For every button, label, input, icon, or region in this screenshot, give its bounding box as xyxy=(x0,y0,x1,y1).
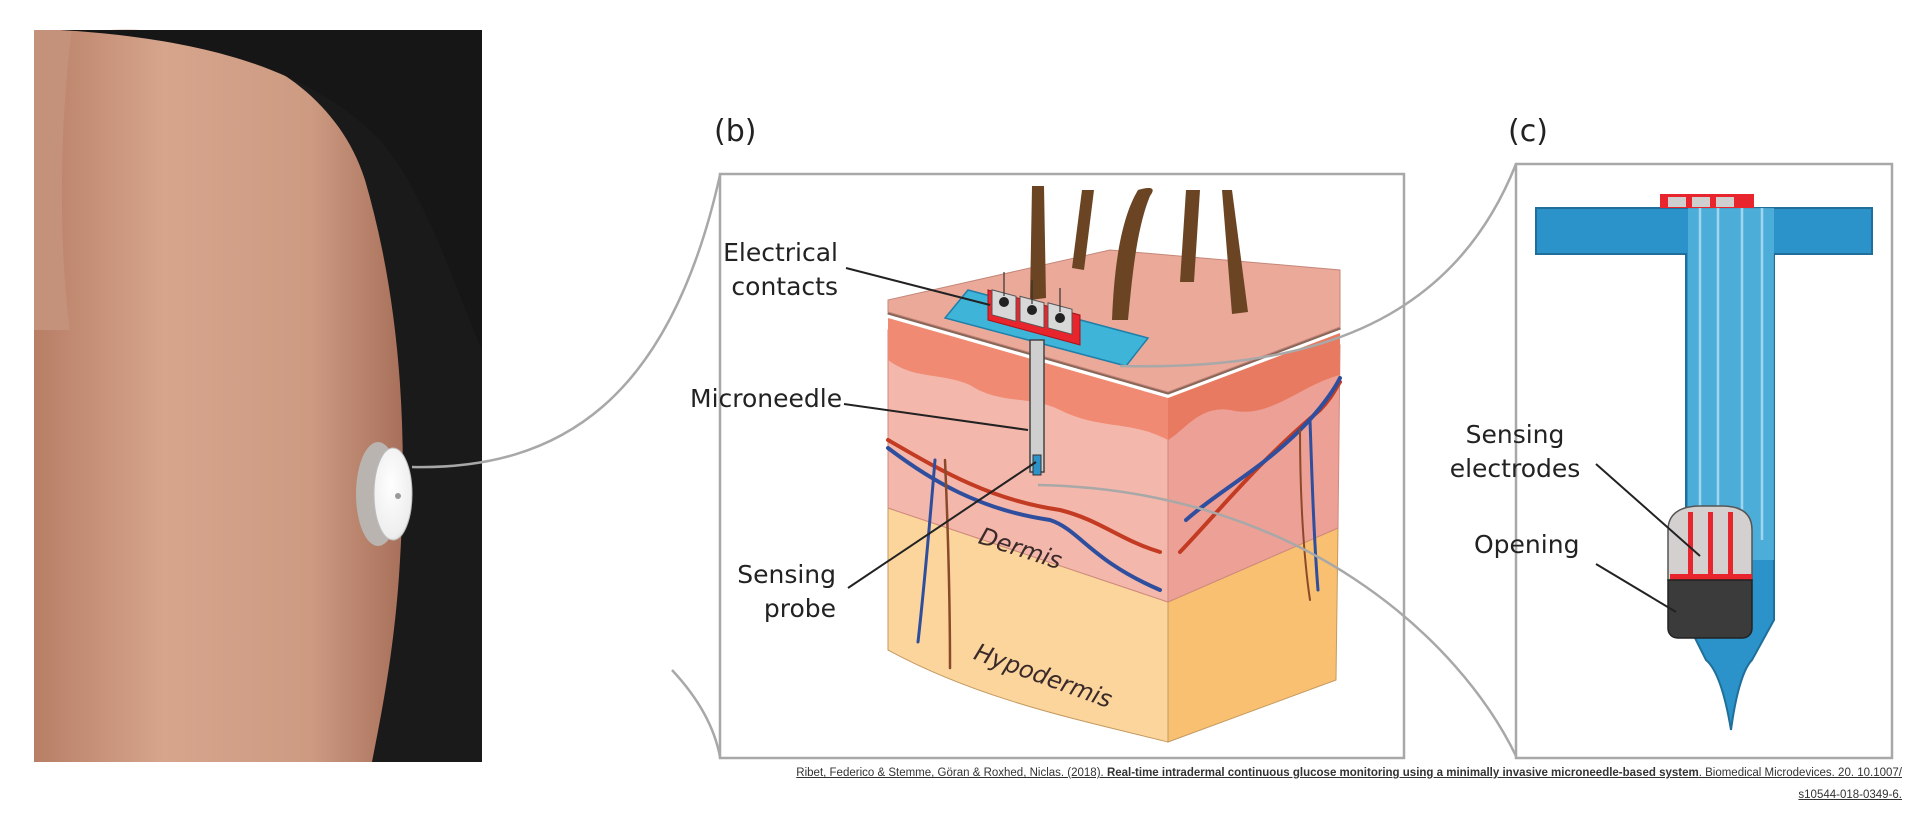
vein xyxy=(886,446,1162,592)
panel-label-c: (c) xyxy=(1508,114,1548,149)
opening-shape xyxy=(1667,579,1753,639)
artery xyxy=(886,438,1162,554)
hair xyxy=(1180,190,1200,282)
arm-photo xyxy=(34,29,482,763)
sensor-patch xyxy=(356,442,413,546)
leader-sensing-electrodes xyxy=(1595,463,1701,557)
sensing-electrodes-shape xyxy=(1670,512,1752,580)
probe-detail xyxy=(1535,194,1873,731)
label-sensing-probe-line1: Sensing xyxy=(737,560,836,589)
vein xyxy=(916,458,937,644)
zoom-line-top xyxy=(411,174,722,469)
hair xyxy=(1222,190,1248,314)
microneedle-device xyxy=(943,272,1150,476)
citation-doi[interactable]: s10544-018-0349-6. xyxy=(1798,789,1902,801)
label-sensing-electrodes-line2: electrodes xyxy=(1449,454,1581,483)
hair xyxy=(1072,190,1094,270)
citation-authors[interactable]: Ribet, Federico & Stemme, Göran & Roxhed… xyxy=(796,767,1107,779)
label-electrical-contacts: Electrical contacts xyxy=(680,236,838,304)
zoom-line-c-bottom xyxy=(1037,483,1518,757)
arm xyxy=(34,29,403,763)
label-opening: Opening xyxy=(1474,530,1580,559)
leader-sensing-probe xyxy=(847,461,1037,589)
top-contact-cell xyxy=(1692,197,1710,207)
zoom-line-c-top xyxy=(1119,163,1518,368)
vein xyxy=(1184,376,1342,522)
epidermis-front xyxy=(888,318,1168,440)
electrical-contacts xyxy=(987,272,1081,346)
leader-opening xyxy=(1595,563,1677,613)
hair xyxy=(1030,186,1046,300)
citation: Ribet, Federico & Stemme, Göran & Roxhed… xyxy=(740,762,1902,806)
vein xyxy=(1308,418,1320,592)
label-electrical-contacts-line2: contacts xyxy=(731,272,838,301)
shirt-sleeve xyxy=(60,30,482,350)
hairs xyxy=(1030,186,1248,320)
label-sensing-probe-line2: probe xyxy=(763,594,836,623)
zoom-line-bottom xyxy=(671,669,722,758)
leader-electrical-contacts xyxy=(845,267,991,306)
skin-top xyxy=(887,249,1341,393)
citation-rest[interactable]: . Biomedical Microdevices. 20. 10.1007/ xyxy=(1698,767,1902,779)
artery xyxy=(943,458,952,670)
panel-label-b: (b) xyxy=(714,114,757,149)
label-electrical-contacts-line1: Electrical xyxy=(723,238,838,267)
label-sensing-electrodes: Sensing electrodes xyxy=(1440,418,1590,486)
citation-line1: Ribet, Federico & Stemme, Göran & Roxhed… xyxy=(740,762,1902,784)
artery xyxy=(1299,429,1311,601)
top-contact-cell xyxy=(1668,197,1686,207)
hair xyxy=(1112,188,1153,320)
microneedle-shaft xyxy=(1029,339,1045,473)
epidermis-side xyxy=(1168,333,1340,440)
sensing-probe xyxy=(1032,454,1042,476)
torso-shadow xyxy=(34,30,72,330)
vessels xyxy=(886,376,1342,670)
top-contact-cell xyxy=(1716,197,1734,207)
probe-traces xyxy=(1698,208,1764,540)
label-sensing-probe: Sensing probe xyxy=(690,558,836,626)
leader-microneedle xyxy=(843,403,1029,431)
leader-lines-c xyxy=(1595,463,1701,613)
skin-block xyxy=(887,249,1341,743)
label-sensing-electrodes-line1: Sensing xyxy=(1465,420,1565,449)
panel-b-frame xyxy=(718,172,1406,760)
leader-lines-b xyxy=(843,267,1037,589)
panel-c-frame xyxy=(1514,162,1894,760)
citation-title[interactable]: Real-time intradermal continuous glucose… xyxy=(1106,767,1699,779)
hypodermis-front xyxy=(887,507,1169,743)
citation-line2: s10544-018-0349-6. xyxy=(740,784,1902,806)
label-microneedle: Microneedle xyxy=(690,384,843,413)
probe-channel xyxy=(1688,208,1774,560)
